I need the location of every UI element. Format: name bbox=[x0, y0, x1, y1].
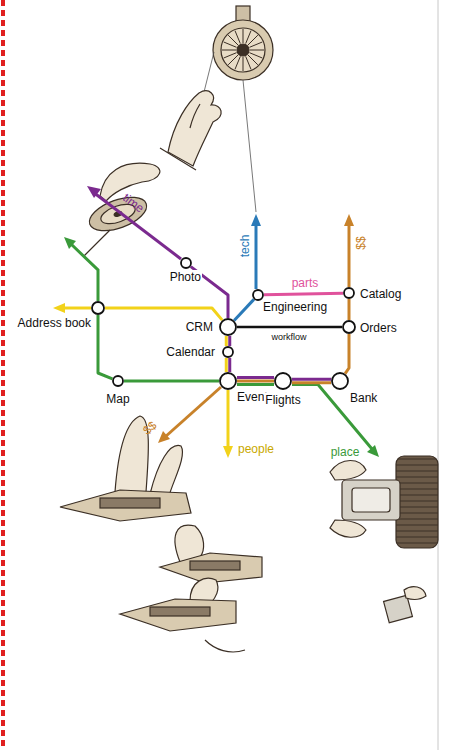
station-circle bbox=[274, 372, 292, 390]
line-stroke bbox=[237, 326, 342, 329]
metro-line bbox=[234, 299, 254, 320]
metro-line bbox=[292, 379, 331, 383]
station: Map bbox=[112, 375, 124, 387]
metro-line bbox=[349, 299, 350, 320]
station-circle bbox=[180, 257, 192, 269]
metro-line bbox=[345, 334, 349, 374]
line-stroke bbox=[228, 358, 231, 372]
line-name: $$ bbox=[354, 235, 368, 250]
line-stroke bbox=[234, 299, 254, 320]
line-stroke bbox=[237, 383, 274, 386]
station: Bank bbox=[331, 372, 349, 390]
station: Orders bbox=[342, 320, 356, 334]
station-name: Engineering bbox=[262, 300, 328, 314]
station-name: Map bbox=[105, 392, 130, 406]
station-name: Bank bbox=[349, 391, 378, 405]
station-name: Flights bbox=[264, 393, 301, 407]
station: Catalog bbox=[343, 287, 355, 299]
line-stroke bbox=[225, 358, 228, 372]
line-stroke bbox=[237, 376, 274, 379]
line-stroke bbox=[124, 380, 219, 383]
station: Flights bbox=[274, 372, 292, 390]
station: Address book bbox=[91, 301, 105, 315]
line-label: workflow bbox=[270, 330, 307, 344]
line-stroke bbox=[348, 299, 351, 320]
line-name: place bbox=[330, 445, 361, 459]
line-stroke bbox=[345, 334, 349, 374]
station-circle bbox=[342, 320, 356, 334]
line-stroke bbox=[105, 308, 222, 320]
small-part bbox=[384, 587, 426, 623]
station-name: Address book bbox=[17, 316, 92, 330]
station: Photo bbox=[180, 257, 192, 269]
buckle bbox=[330, 456, 438, 548]
line-stroke bbox=[292, 381, 331, 384]
line-stroke bbox=[228, 336, 231, 346]
line-ends bbox=[53, 186, 379, 458]
line-name: people bbox=[237, 442, 275, 456]
station-name: Photo bbox=[169, 270, 202, 284]
dashed-border bbox=[1, 0, 5, 750]
station: CRM bbox=[219, 318, 237, 336]
metro-line bbox=[124, 381, 219, 382]
station-circle bbox=[343, 287, 355, 299]
metro-line bbox=[226, 358, 230, 372]
station: Engineering bbox=[252, 289, 264, 301]
hand bbox=[160, 91, 221, 170]
line-stroke bbox=[264, 293, 343, 295]
station-circle bbox=[331, 372, 349, 390]
station-name: Calendar bbox=[165, 345, 216, 359]
station: Event bbox=[219, 372, 237, 390]
line-stroke bbox=[237, 380, 274, 383]
station-name: Catalog bbox=[359, 287, 402, 301]
metro-line bbox=[237, 378, 274, 385]
line-name: tech bbox=[238, 234, 252, 259]
line-label: parts bbox=[291, 276, 320, 290]
metro-line bbox=[237, 327, 342, 328]
metro-line bbox=[105, 308, 222, 320]
station-circle bbox=[91, 301, 105, 315]
shuttles bbox=[60, 416, 262, 652]
station-name: CRM bbox=[185, 320, 214, 334]
metro-line bbox=[226, 336, 230, 346]
station-circle bbox=[219, 372, 237, 390]
station-circle bbox=[219, 318, 237, 336]
station-circle bbox=[222, 346, 234, 358]
metro-line bbox=[264, 293, 343, 295]
station: Calendar bbox=[222, 346, 234, 358]
metro-line bbox=[98, 315, 112, 379]
station-circle bbox=[112, 375, 124, 387]
spool bbox=[84, 163, 160, 256]
station-name: Orders bbox=[359, 321, 398, 335]
line-stroke bbox=[225, 336, 228, 346]
page-edge bbox=[438, 0, 439, 750]
line-stroke bbox=[98, 315, 112, 379]
line-stroke bbox=[292, 378, 331, 381]
